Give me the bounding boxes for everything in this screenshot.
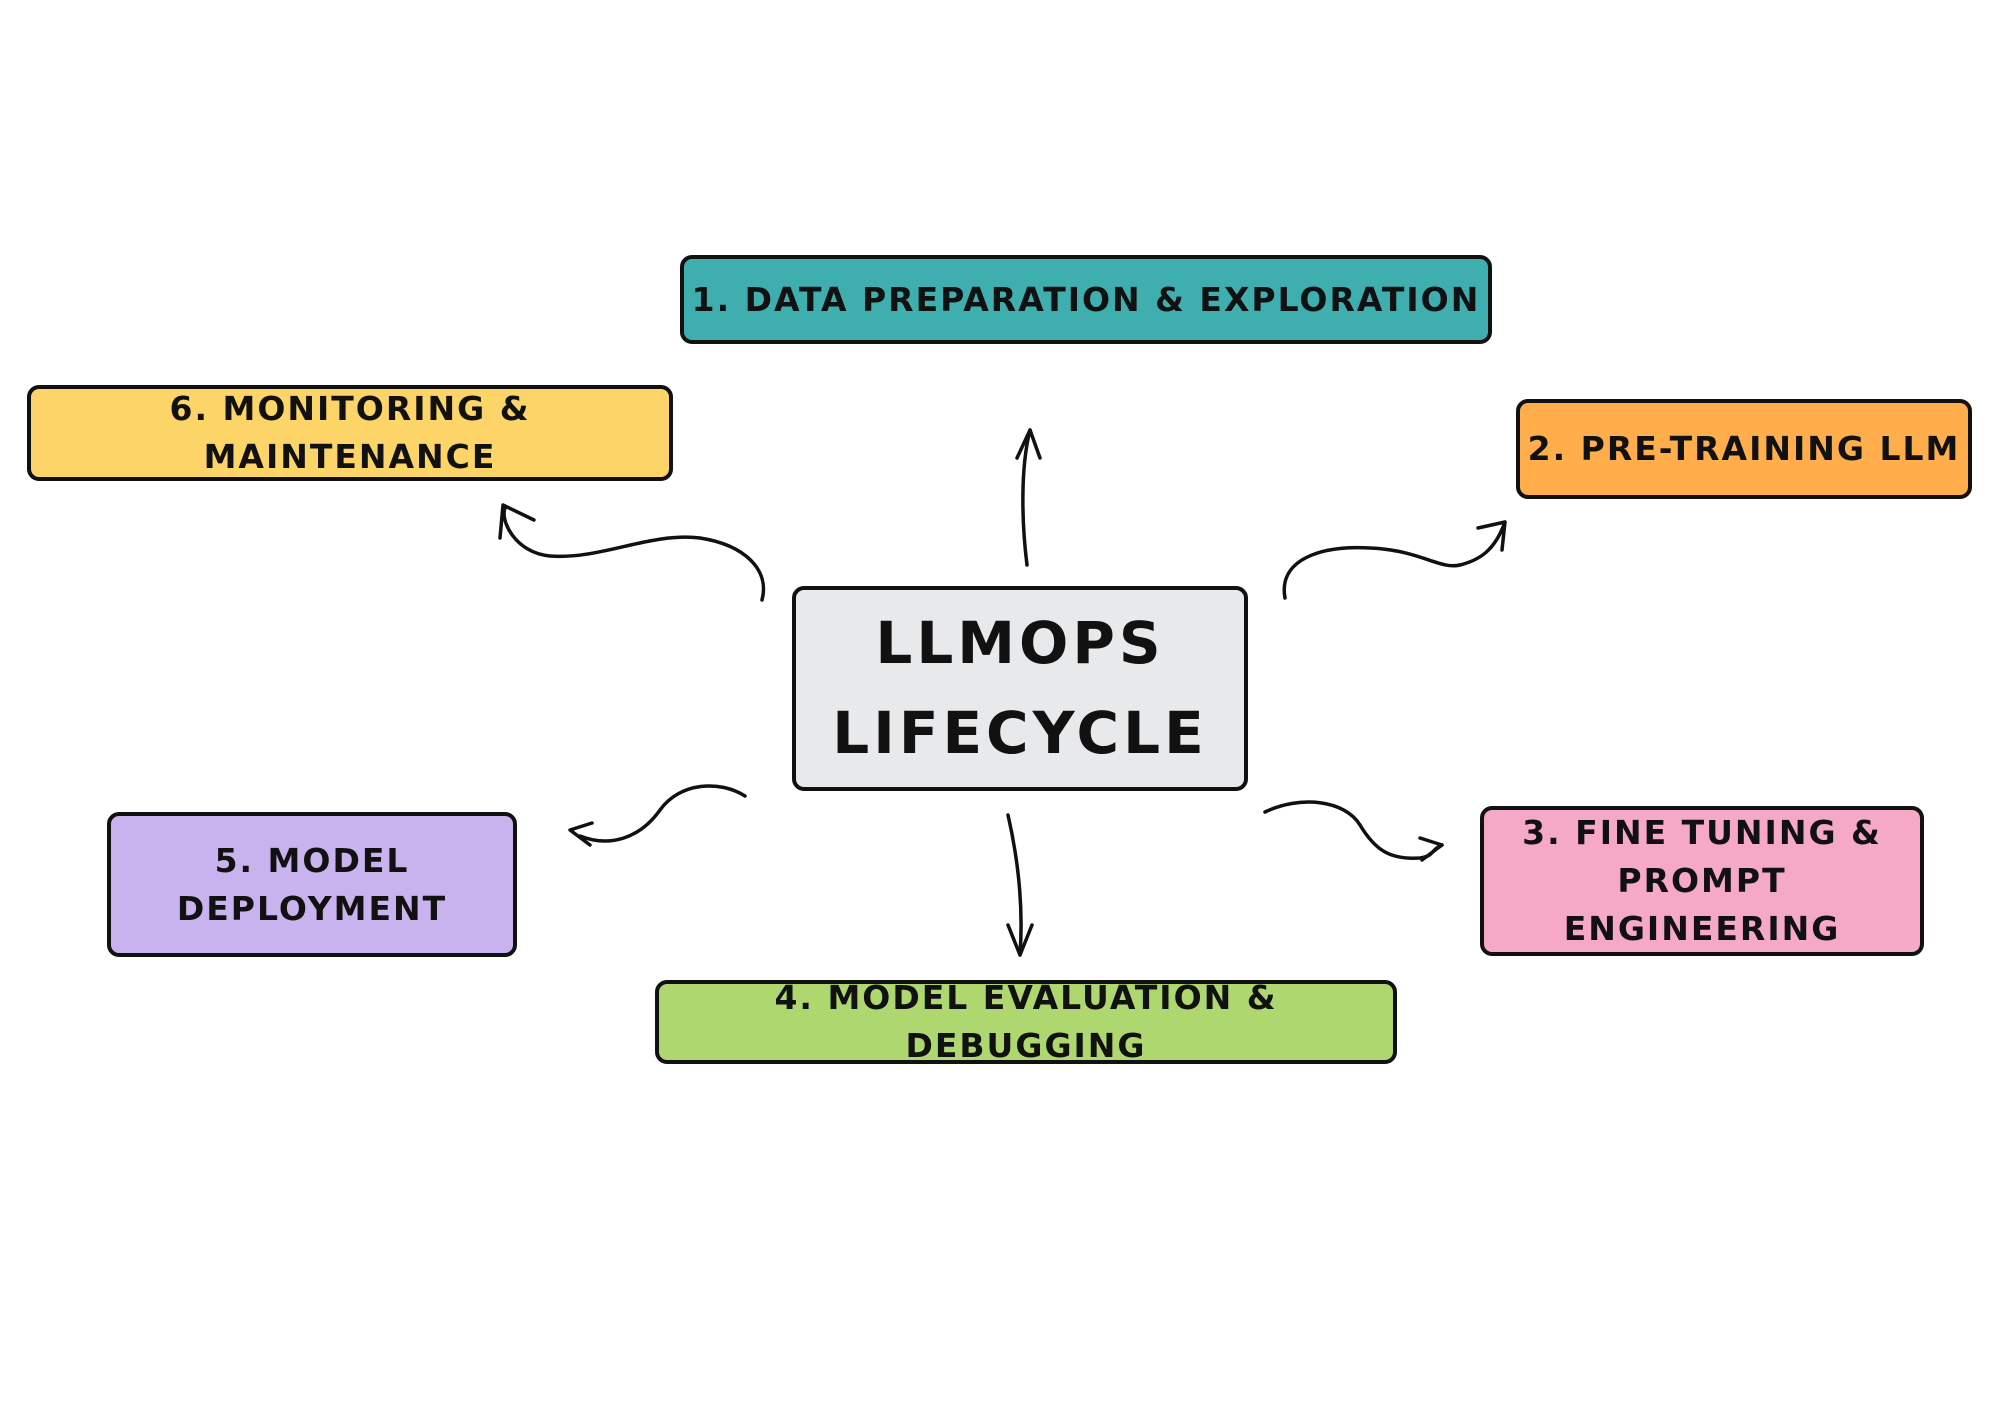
step-label-group: 5. MODEL DEPLOYMENT bbox=[177, 837, 447, 933]
step-fine-tuning: 3. FINE TUNING & PROMPT ENGINEERING bbox=[1480, 806, 1924, 956]
step-label-line: DEPLOYMENT bbox=[176, 888, 448, 928]
arrow-to-monitoring bbox=[498, 503, 766, 602]
center-node-llmops-lifecycle: LLMOPS LIFECYCLE bbox=[792, 586, 1248, 791]
center-title-line-2: LIFECYCLE bbox=[832, 698, 1208, 767]
step-data-preparation: 1. DATA PREPARATION & EXPLORATION bbox=[680, 255, 1492, 344]
step-label: 2. PRE-TRAINING LLM bbox=[1527, 429, 1961, 469]
step-label-group: 3. FINE TUNING & PROMPT ENGINEERING bbox=[1484, 809, 1920, 953]
step-label-line: 5. MODEL bbox=[214, 840, 410, 880]
step-label-line: 3. FINE TUNING & bbox=[1522, 813, 1882, 853]
arrow-to-model-evaluation bbox=[1006, 813, 1034, 957]
step-model-evaluation: 4. MODEL EVALUATION & DEBUGGING bbox=[655, 978, 1397, 1065]
step-label: 6. MONITORING & MAINTENANCE bbox=[169, 389, 531, 476]
arrow-to-fine-tuning bbox=[1263, 800, 1444, 862]
step-label-line: PROMPT ENGINEERING bbox=[1563, 861, 1841, 948]
arrow-to-model-deployment bbox=[568, 784, 747, 847]
center-title-line-1: LLMOPS bbox=[875, 608, 1165, 677]
step-label: 4. MODEL EVALUATION & DEBUGGING bbox=[774, 978, 1278, 1065]
arrow-to-data-preparation bbox=[1015, 428, 1042, 567]
arrow-to-pre-training bbox=[1282, 520, 1507, 600]
step-label: 1. DATA PREPARATION & EXPLORATION bbox=[691, 279, 1481, 319]
step-model-deployment: 5. MODEL DEPLOYMENT bbox=[107, 812, 517, 957]
step-monitoring: 6. MONITORING & MAINTENANCE bbox=[27, 385, 673, 481]
center-node-text: LLMOPS LIFECYCLE bbox=[832, 599, 1207, 779]
step-pre-training: 2. PRE-TRAINING LLM bbox=[1516, 399, 1972, 499]
